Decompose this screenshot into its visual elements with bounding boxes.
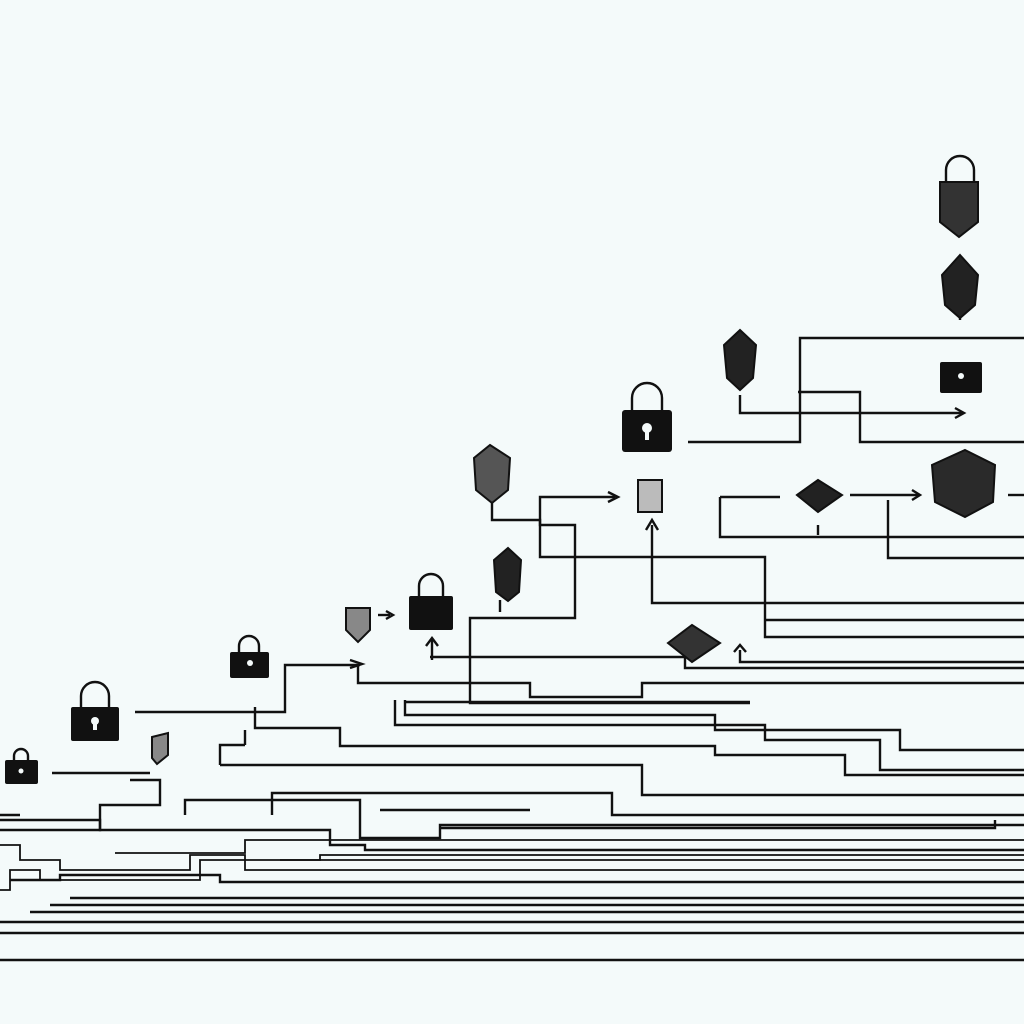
shield-icon <box>151 731 169 766</box>
hexagon-gem-icon <box>722 328 758 392</box>
hexagon-gem-icon <box>930 448 997 519</box>
document-icon <box>637 479 663 513</box>
lock-icon <box>622 381 672 452</box>
diamond-icon <box>795 478 844 514</box>
gem-icons <box>151 253 997 766</box>
hexagon-gem-icon <box>492 546 523 603</box>
shield-icon <box>345 607 371 644</box>
hexagon-gem-icon <box>472 443 512 505</box>
lock-icon <box>5 747 38 784</box>
diamond-icon <box>666 623 722 664</box>
lock-icons <box>5 154 982 784</box>
lock-icon <box>409 572 453 630</box>
shield-lock-icon <box>939 154 979 239</box>
circuit-lines <box>0 305 1024 962</box>
lock-icon <box>71 680 119 741</box>
lock-icon <box>230 634 269 678</box>
hexagon-gem-icon <box>940 253 980 320</box>
lock-icon <box>940 362 982 393</box>
